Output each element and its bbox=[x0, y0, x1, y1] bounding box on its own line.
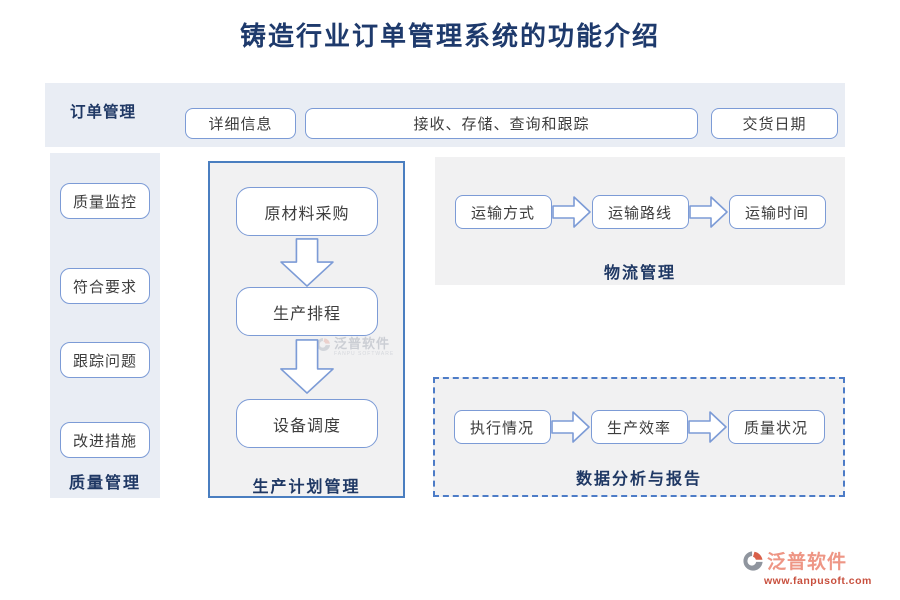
execution-status-node[interactable]: 执行情况 bbox=[453, 410, 551, 444]
watermark-brand-name: 泛普软件 bbox=[334, 336, 391, 351]
analytics-label: 数据分析与报告 bbox=[575, 471, 702, 488]
transport-time-node[interactable]: 运输时间 bbox=[728, 195, 826, 229]
right-arrow-icon bbox=[687, 411, 727, 443]
right-arrow-icon bbox=[551, 196, 591, 228]
equipment-dispatch-node[interactable]: 设备调度 bbox=[236, 399, 378, 448]
quality-status-node[interactable]: 质量状况 bbox=[727, 410, 825, 444]
order-delivery-date-button[interactable]: 交货日期 bbox=[711, 108, 838, 139]
down-arrow-icon bbox=[279, 339, 334, 394]
production-planning-panel: 原材料采购 生产排程 泛普软件 FANPU SOFTWARE 设备调度 生产计划… bbox=[208, 161, 405, 498]
brand-url[interactable]: www.fanpusoft.com bbox=[764, 575, 872, 587]
brand-name: 泛普软件 bbox=[767, 552, 848, 573]
production-planning-label: 生产计划管理 bbox=[252, 479, 361, 496]
brand-logo: 泛普软件 www.fanpusoft.com bbox=[742, 547, 898, 587]
order-management-band: 订单管理 详细信息 接收、存储、查询和跟踪 交货日期 bbox=[45, 83, 845, 147]
quality-management-label: 质量管理 bbox=[68, 475, 141, 492]
analytics-flow-row: 执行情况 生产效率 质量状况 bbox=[435, 410, 843, 444]
quality-issue-track-node[interactable]: 跟踪问题 bbox=[60, 342, 150, 378]
quality-management-panel: 质量监控 符合要求 跟踪问题 改进措施 质量管理 bbox=[50, 153, 160, 498]
logistics-label: 物流管理 bbox=[603, 265, 676, 282]
order-detail-info-button[interactable]: 详细信息 bbox=[185, 108, 296, 139]
logistics-flow-row: 运输方式 运输路线 运输时间 bbox=[435, 195, 845, 229]
production-scheduling-node[interactable]: 生产排程 bbox=[236, 287, 378, 336]
brand-icon bbox=[743, 550, 763, 571]
raw-material-purchase-node[interactable]: 原材料采购 bbox=[236, 187, 378, 236]
watermark-caption: FANPU SOFTWARE bbox=[334, 351, 395, 357]
right-arrow-icon bbox=[688, 196, 728, 228]
quality-improvement-node[interactable]: 改进措施 bbox=[60, 422, 150, 458]
quality-monitoring-node[interactable]: 质量监控 bbox=[60, 183, 150, 219]
down-arrow-icon bbox=[279, 238, 334, 287]
transport-mode-node[interactable]: 运输方式 bbox=[454, 195, 552, 229]
order-management-label: 订单管理 bbox=[70, 104, 137, 121]
quality-compliance-node[interactable]: 符合要求 bbox=[60, 268, 150, 304]
analytics-panel: 执行情况 生产效率 质量状况 数据分析与报告 bbox=[433, 377, 845, 497]
page-title: 铸造行业订单管理系统的功能介绍 bbox=[239, 22, 660, 51]
production-efficiency-node[interactable]: 生产效率 bbox=[590, 410, 688, 444]
right-arrow-icon bbox=[550, 411, 590, 443]
order-receive-store-track-button[interactable]: 接收、存储、查询和跟踪 bbox=[305, 108, 698, 139]
transport-route-node[interactable]: 运输路线 bbox=[591, 195, 689, 229]
logistics-panel: 运输方式 运输路线 运输时间 物流管理 bbox=[435, 157, 845, 285]
